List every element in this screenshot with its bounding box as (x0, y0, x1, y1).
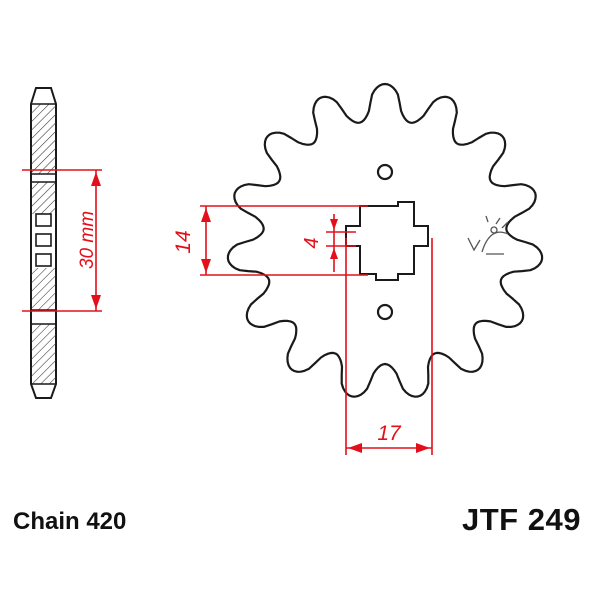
dimension-label-width: 17 (377, 422, 402, 445)
part-number-caption: JTF 249 (462, 502, 581, 537)
splined-hub-bore (345, 201, 429, 281)
side-profile-view (30, 87, 57, 399)
mounting-hole-top (376, 163, 394, 181)
dimension-label-side-pitch: 30 mm (77, 211, 98, 269)
rider-logo-icon (467, 215, 509, 255)
dimension-height (200, 205, 368, 276)
dimension-width (345, 238, 433, 455)
side-hatch-bottom (31, 324, 56, 384)
dimension-key (326, 214, 356, 272)
dimension-side-pitch (22, 169, 102, 312)
sprocket-front-view (226, 82, 544, 398)
side-slot-middle (35, 233, 52, 247)
dimension-label-key: 4 (301, 237, 323, 248)
side-hatch-mid-upper (31, 182, 56, 214)
side-hatch-mid-lower (31, 268, 56, 310)
side-slot-lower (35, 253, 52, 267)
side-slot-upper (35, 213, 52, 227)
dimension-label-height: 14 (172, 230, 195, 253)
mounting-hole-bottom (376, 303, 394, 321)
side-hatch-top (31, 104, 56, 174)
chain-size-caption: Chain 420 (13, 508, 127, 535)
